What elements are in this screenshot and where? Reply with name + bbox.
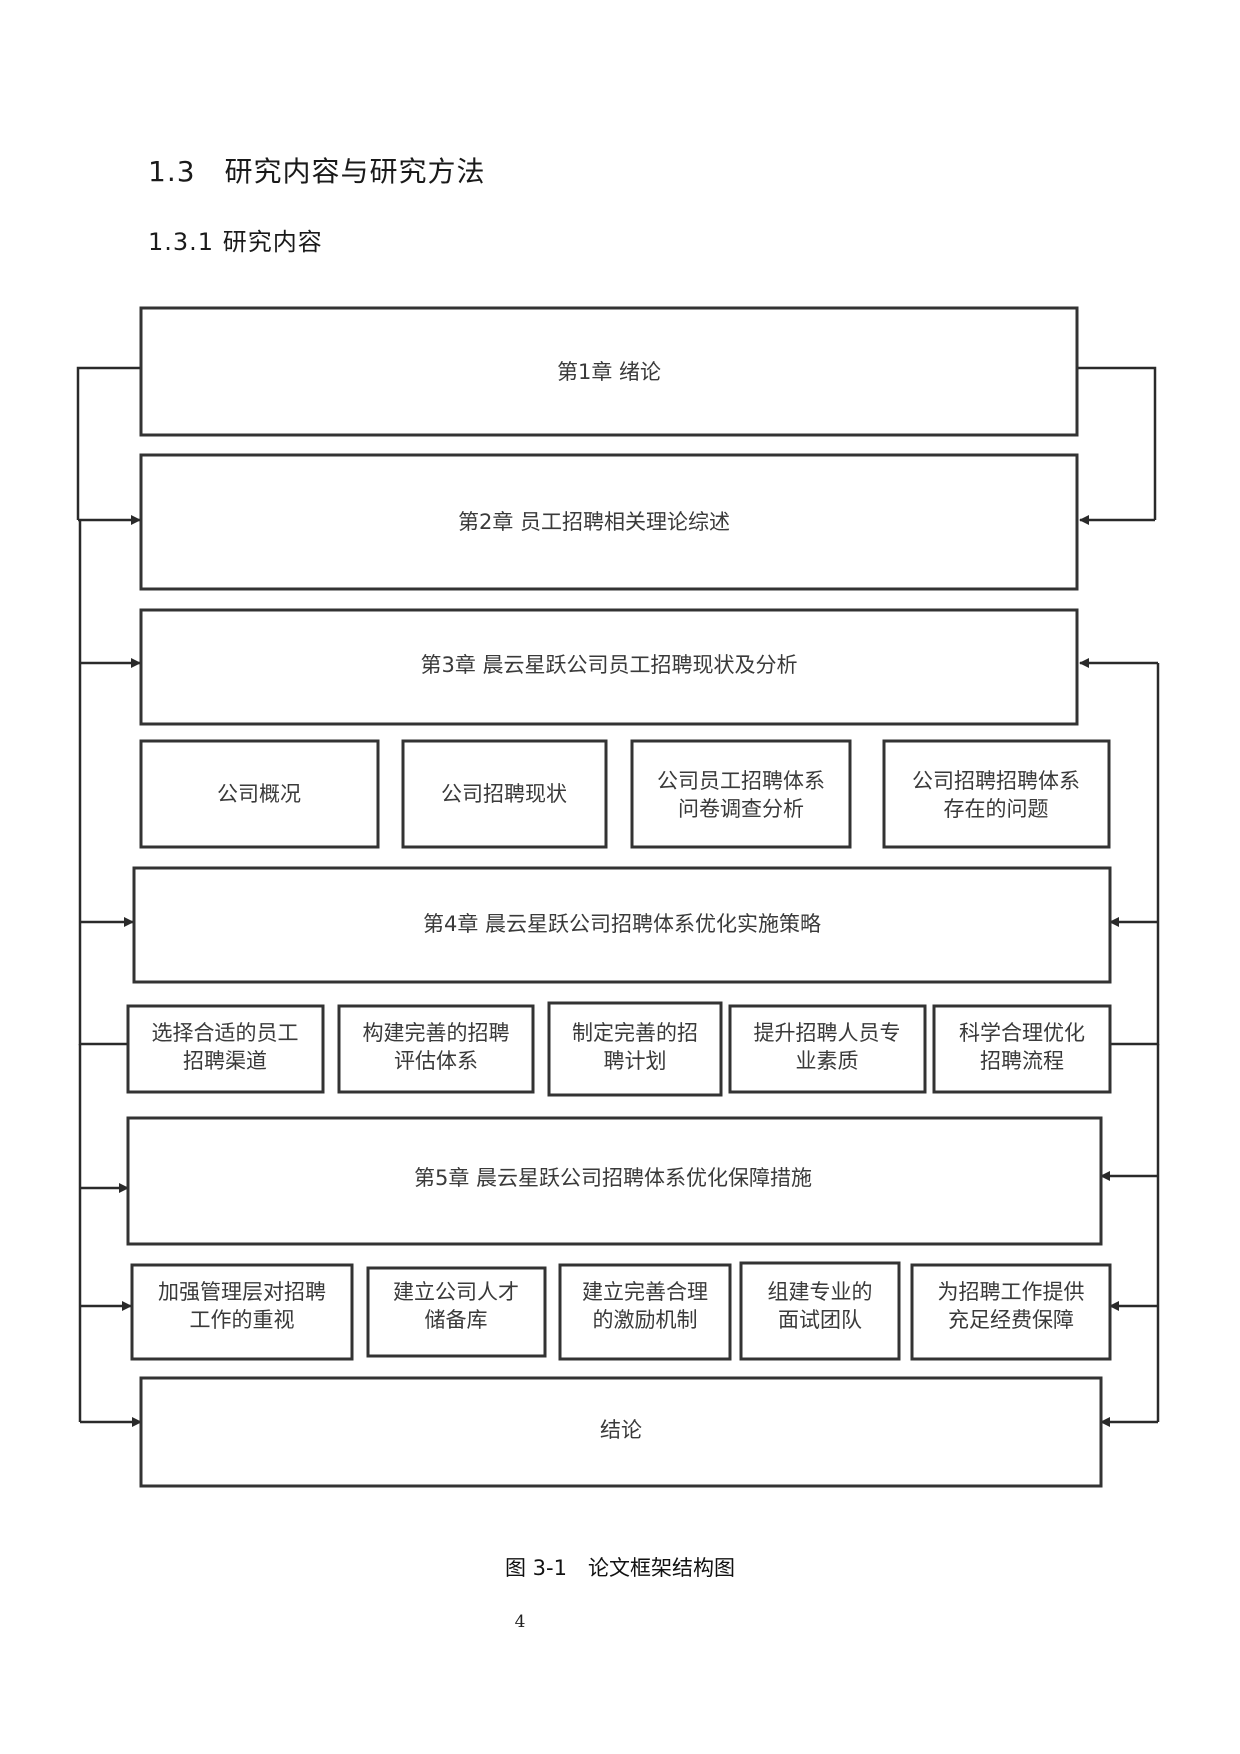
chapter4-label: 第4章 晨云星跃公司招聘体系优化实施策略 [423, 912, 821, 936]
ch3-item-3-line1: 公司员工招聘体系 [657, 769, 825, 793]
conclusion-label: 结论 [600, 1418, 642, 1442]
ch5-item-4-line2: 面试团队 [778, 1308, 862, 1332]
ch3-item-box [401, 739, 608, 849]
chapter5-subitems: 加强管理层对招聘 工作的重视 建立公司人才 储备库 建立完善合理 的激励机制 组… [130, 1261, 1112, 1361]
ch3-item-box [139, 739, 380, 849]
ch5-item-1-line2: 工作的重视 [190, 1308, 295, 1332]
chapter5-label: 第5章 晨云星跃公司招聘体系优化保障措施 [414, 1166, 812, 1190]
ch5-item-4-line1: 组建专业的 [768, 1280, 873, 1304]
chapter2-label: 第2章 员工招聘相关理论综述 [458, 510, 730, 534]
ch3-item-box [630, 739, 852, 849]
ch4-item-3-line1: 制定完善的招 [572, 1021, 698, 1045]
framework-diagram: 第1章 绪论 第2章 员工招聘相关理论综述 第3章 晨云星跃公司员工招聘现状及分… [76, 306, 1160, 1488]
figure-caption: 图 3-1 论文框架结构图 [505, 1556, 735, 1580]
section-heading: 1.3 研究内容与研究方法 [148, 155, 486, 188]
ch4-item-4-line1: 提升招聘人员专 [754, 1021, 901, 1045]
chapter3-label: 第3章 晨云星跃公司员工招聘现状及分析 [420, 653, 797, 677]
ch5-item-box [739, 1261, 901, 1361]
chapter1-box: 第1章 绪论 [139, 306, 1079, 437]
ch4-item-1-line1: 选择合适的员工 [152, 1021, 299, 1045]
right-connectors [1076, 366, 1160, 1427]
ch5-item-box [366, 1266, 547, 1358]
conclusion-box: 结论 [139, 1376, 1103, 1488]
ch4-item-box [126, 1004, 325, 1094]
chapter1-label: 第1章 绪论 [557, 360, 661, 384]
ch3-item-box [882, 739, 1111, 849]
chapter5-box: 第5章 晨云星跃公司招聘体系优化保障措施 [126, 1116, 1103, 1246]
ch4-item-box [728, 1004, 927, 1094]
ch3-item-3-line2: 问卷调查分析 [678, 797, 804, 821]
ch4-item-1-line2: 招聘渠道 [183, 1049, 267, 1073]
ch4-item-box [932, 1004, 1112, 1094]
ch4-item-box [337, 1004, 535, 1094]
chapter2-box: 第2章 员工招聘相关理论综述 [139, 453, 1079, 591]
ch5-item-5-line1: 为招聘工作提供 [938, 1280, 1085, 1304]
ch3-item-2-label: 公司招聘现状 [441, 782, 567, 806]
chapter3-box: 第3章 晨云星跃公司员工招聘现状及分析 [139, 608, 1079, 726]
ch5-item-3-line1: 建立完善合理 [582, 1280, 708, 1304]
ch4-item-3-line2: 聘计划 [604, 1049, 667, 1073]
chapter3-subitems: 公司概况 公司招聘现状 公司员工招聘体系 问卷调查分析 公司招聘招聘体系 存在的… [139, 739, 1111, 849]
ch5-item-2-line1: 建立公司人才 [393, 1280, 519, 1304]
ch3-item-4-line2: 存在的问题 [944, 797, 1049, 821]
chapter4-box: 第4章 晨云星跃公司招聘体系优化实施策略 [132, 866, 1112, 984]
ch5-item-3-line2: 的激励机制 [593, 1308, 698, 1332]
ch4-item-5-line2: 招聘流程 [980, 1049, 1064, 1073]
ch5-item-box [130, 1263, 354, 1361]
subsection-heading: 1.3.1 研究内容 [148, 228, 323, 256]
ch4-item-4-line2: 业素质 [796, 1049, 859, 1073]
ch5-item-1-line1: 加强管理层对招聘 [158, 1280, 326, 1304]
ch3-item-1-label: 公司概况 [217, 782, 301, 806]
ch4-item-2-line1: 构建完善的招聘 [363, 1021, 510, 1045]
ch5-item-5-line2: 充足经费保障 [948, 1308, 1074, 1332]
chapter4-subitems: 选择合适的员工 招聘渠道 构建完善的招聘 评估体系 制定完善的招 聘计划 提升招… [126, 1001, 1112, 1097]
ch5-item-box [558, 1263, 732, 1361]
page-number: 4 [514, 1612, 526, 1632]
left-connectors [76, 366, 142, 1427]
ch5-item-2-line2: 储备库 [425, 1308, 488, 1332]
ch5-item-box [910, 1263, 1112, 1361]
ch4-item-box [547, 1001, 723, 1097]
ch4-item-2-line2: 评估体系 [394, 1049, 478, 1073]
ch4-item-5-line1: 科学合理优化 [959, 1021, 1085, 1045]
ch3-item-4-line1: 公司招聘招聘体系 [912, 769, 1080, 793]
